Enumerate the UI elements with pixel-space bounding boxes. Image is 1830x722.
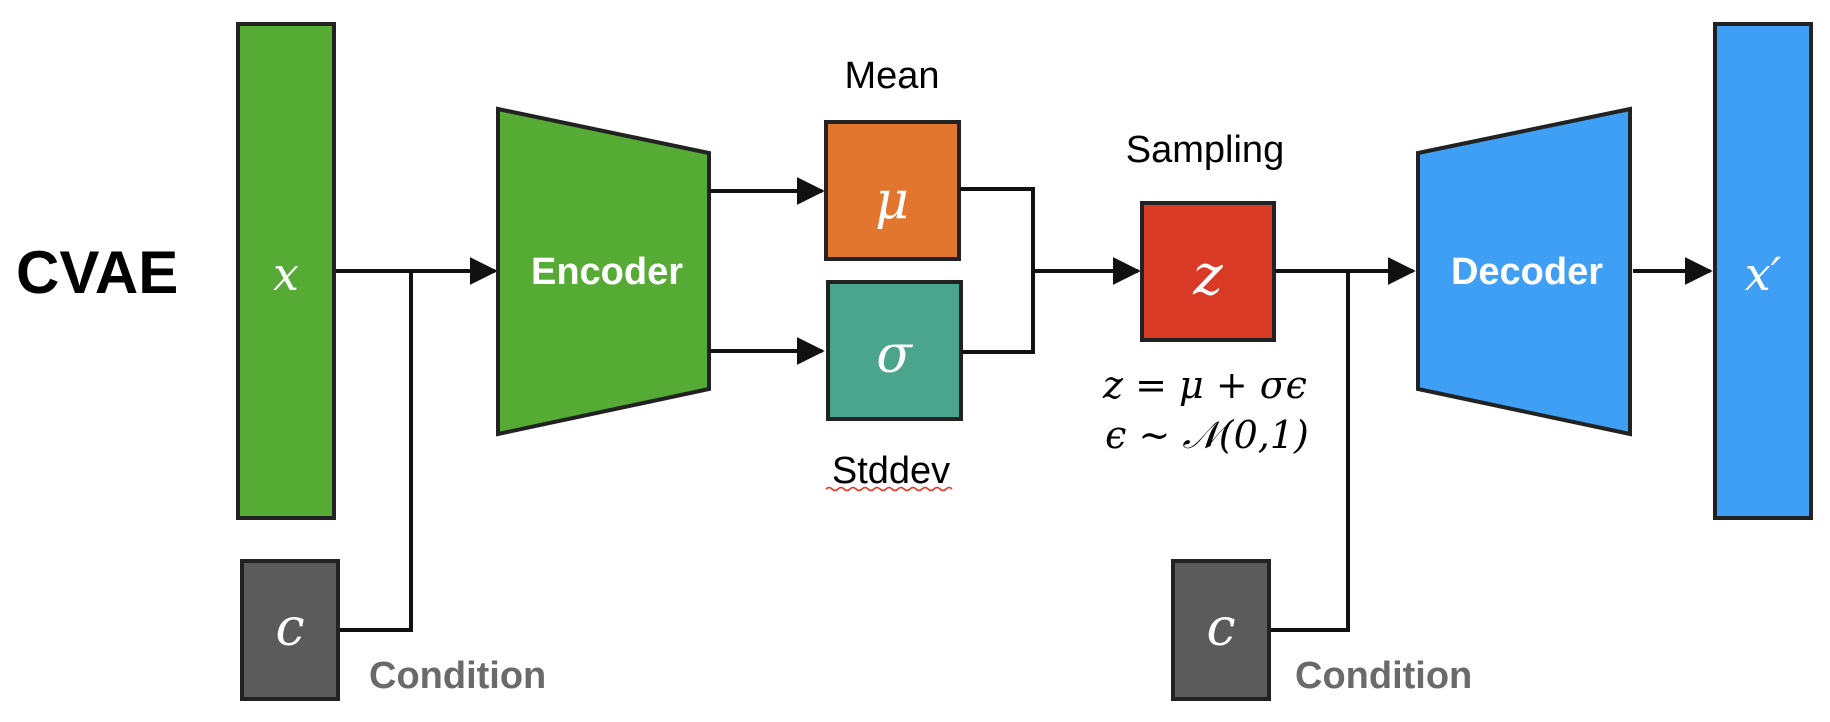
mean-box bbox=[824, 120, 961, 261]
equation-reparam: z = μ + σϵ bbox=[1102, 363, 1307, 407]
diagram-title: CVAE bbox=[16, 239, 178, 306]
sampling-symbol: z bbox=[1192, 243, 1223, 308]
stddev-symbol: σ bbox=[876, 325, 913, 385]
decoder-label: Decoder bbox=[1451, 251, 1603, 293]
stddev-label: Stddev bbox=[832, 450, 950, 492]
mean-label: Mean bbox=[844, 55, 939, 97]
condition-1-connector bbox=[340, 271, 413, 632]
input-x-symbol: x bbox=[273, 247, 299, 301]
stddev-spellcheck-underline bbox=[825, 486, 953, 492]
sampling-box bbox=[1140, 201, 1276, 342]
encoder-shape bbox=[496, 106, 711, 437]
condition-1-symbol: c bbox=[275, 598, 304, 658]
decoder-shape bbox=[1416, 106, 1632, 437]
output-x-box bbox=[1713, 22, 1813, 520]
stddev-box bbox=[826, 280, 963, 421]
input-x-box bbox=[236, 22, 336, 520]
output-x-symbol: x′ bbox=[1745, 247, 1782, 301]
sampling-label: Sampling bbox=[1126, 129, 1284, 171]
equation-noise: ϵ ∼ 𝒩(0,1) bbox=[1105, 413, 1309, 457]
condition-2-box bbox=[1171, 559, 1271, 701]
condition-2-connector bbox=[1271, 271, 1350, 632]
encoder-label: Encoder bbox=[531, 251, 683, 293]
condition-1-label: Condition bbox=[369, 655, 546, 697]
condition-1-box bbox=[240, 559, 340, 701]
condition-2-label: Condition bbox=[1295, 655, 1472, 697]
condition-2-symbol: c bbox=[1206, 598, 1235, 658]
mean-connector bbox=[960, 187, 1035, 354]
mean-symbol: μ bbox=[875, 171, 909, 231]
